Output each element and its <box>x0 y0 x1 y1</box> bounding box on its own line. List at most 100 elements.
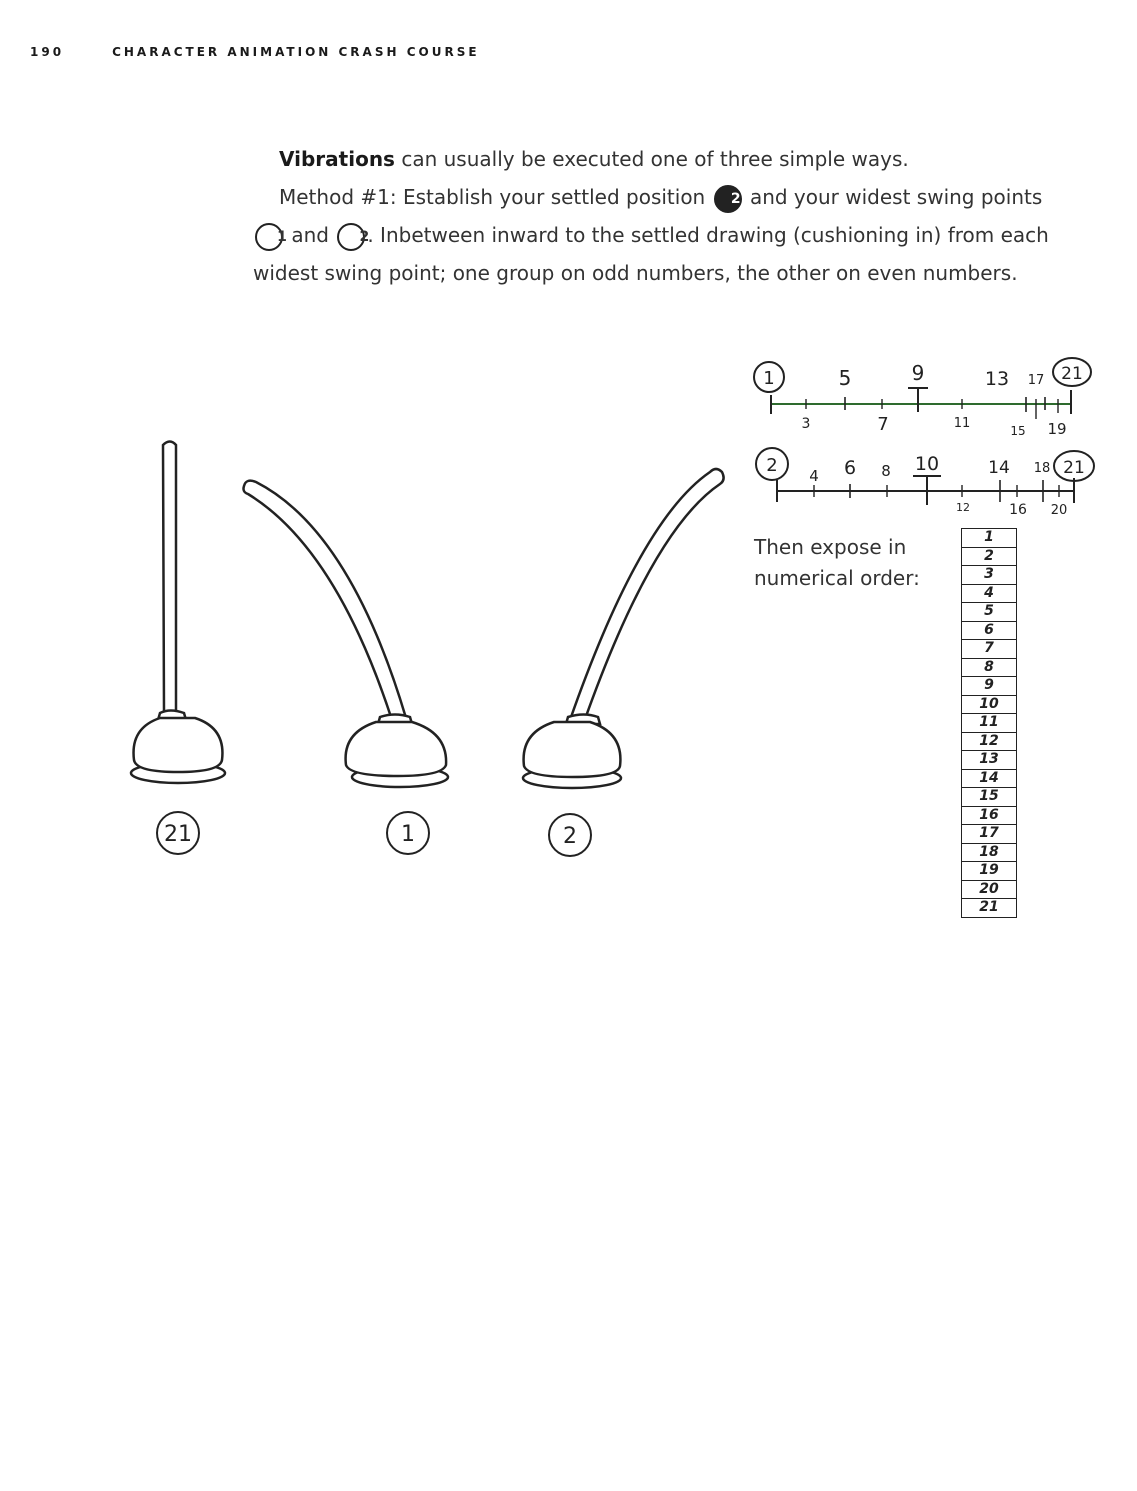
figure-swing-1 <box>242 479 450 789</box>
even-bottom-tick-label: 20 <box>1051 503 1068 518</box>
xsheet-frame-cell: 18 <box>961 842 1017 862</box>
even-chart-end-label: 21 <box>1063 458 1085 478</box>
xsheet-frame-cell: 12 <box>961 731 1017 751</box>
odd-top-tick-label: 17 <box>1028 373 1045 388</box>
xsheet-row: 18 <box>961 842 1017 862</box>
even-top-tick-label: 4 <box>809 467 819 485</box>
figure-label-1: 1 <box>386 811 430 855</box>
xsheet-frame-cell: 2 <box>961 546 1017 566</box>
odd-chart-end-label: 21 <box>1061 364 1083 384</box>
xsheet-frame-cell: 19 <box>961 861 1017 881</box>
xsheet-frame-cell: 21 <box>961 898 1017 918</box>
xsheet-frame-cell: 4 <box>961 583 1017 603</box>
xsheet-frame-cell: 13 <box>961 750 1017 770</box>
odd-chart-start-circle <box>753 361 785 393</box>
svg-text:21: 21 <box>164 822 192 847</box>
xsheet-caption: Then expose in numerical order: <box>754 532 954 594</box>
odd-chart-end-circle <box>1052 357 1092 387</box>
swing-point-1-marker: 1 <box>255 222 287 251</box>
odd-top-tick-label: 5 <box>839 366 852 390</box>
xsheet-row: 15 <box>961 787 1017 807</box>
xsheet-frame-cell: 11 <box>961 713 1017 733</box>
odd-bottom-tick-label: 11 <box>954 416 971 431</box>
xsheet-row: 20 <box>961 879 1017 899</box>
odd-bottom-tick-label: 3 <box>802 416 811 432</box>
even-chart-ticks <box>813 475 1060 505</box>
xsheet-frame-cell: 14 <box>961 768 1017 788</box>
xsheet-row: 11 <box>961 713 1017 733</box>
xsheet-frame-cell: 16 <box>961 805 1017 825</box>
xsheet-row: 10 <box>961 694 1017 714</box>
running-head: 190 CHARACTER ANIMATION CRASH COURSE <box>30 45 480 59</box>
xsheet-row: 3 <box>961 565 1017 585</box>
paragraph-method-1: Method #1: Establish your settled positi… <box>253 178 1073 292</box>
even-bottom-tick-label: 12 <box>956 501 970 514</box>
xsheet-row: 14 <box>961 768 1017 788</box>
xsheet-frame-cell: 1 <box>961 528 1017 548</box>
intro-text: can usually be executed one of three sim… <box>394 147 909 171</box>
body-text: Vibrations can usually be executed one o… <box>253 140 1073 292</box>
even-top-tick-label: 10 <box>915 453 939 475</box>
xsheet-frame-cell: 15 <box>961 787 1017 807</box>
xsheet-frame-cell: 8 <box>961 657 1017 677</box>
odd-bottom-tick-label: 7 <box>877 414 888 435</box>
even-bottom-tick-label: 16 <box>1009 502 1027 518</box>
xsheet-row: 9 <box>961 676 1017 696</box>
even-top-tick-label: 8 <box>881 462 891 480</box>
xsheet-frame-cell: 7 <box>961 639 1017 659</box>
figure-label-2: 2 <box>548 813 592 857</box>
xsheet-frame-cell: 17 <box>961 824 1017 844</box>
odd-bottom-tick-label: 15 <box>1010 424 1025 438</box>
even-chart-start-label: 2 <box>766 455 777 476</box>
xsheet-row: 5 <box>961 602 1017 622</box>
odd-chart-start-label: 1 <box>763 368 774 389</box>
even-timing-chart: 2 21 4 6 8 10 14 18 12 16 20 <box>755 447 1095 518</box>
running-title: CHARACTER ANIMATION CRASH COURSE <box>112 45 480 59</box>
xsheet-row: 8 <box>961 657 1017 677</box>
xsheet-row: 4 <box>961 583 1017 603</box>
xsheet-row: 7 <box>961 639 1017 659</box>
figure-settled <box>129 440 227 785</box>
even-chart-end-circle <box>1053 450 1095 482</box>
figure-label-21: 21 <box>156 811 200 855</box>
xsheet-row: 13 <box>961 750 1017 770</box>
swing-point-2-marker: 2 <box>337 222 369 251</box>
method-text-b: and your widest swing points <box>743 185 1043 209</box>
xsheet-row: 2 <box>961 546 1017 566</box>
odd-top-tick-label: 13 <box>985 368 1009 390</box>
odd-bottom-tick-label: 19 <box>1047 420 1066 438</box>
xsheet-row: 16 <box>961 805 1017 825</box>
xsheet-frame-cell: 6 <box>961 620 1017 640</box>
xsheet-row: 21 <box>961 898 1017 918</box>
xsheet-row: 19 <box>961 861 1017 881</box>
svg-text:1: 1 <box>401 822 415 847</box>
xsheet-frame-cell: 10 <box>961 694 1017 714</box>
odd-top-tick-label: 9 <box>912 361 925 385</box>
even-chart-start-circle <box>755 447 789 481</box>
lead-word: Vibrations <box>279 147 395 171</box>
even-top-tick-label: 14 <box>988 458 1010 478</box>
caption-line-1: Then expose in <box>754 535 907 559</box>
xsheet-frame-cell: 9 <box>961 676 1017 696</box>
even-top-tick-label: 6 <box>844 457 856 479</box>
svg-text:2: 2 <box>563 824 577 849</box>
page-number: 190 <box>30 45 65 59</box>
method-text-a: Method #1: Establish your settled positi… <box>279 185 712 209</box>
odd-chart-ticks <box>805 387 1059 419</box>
figure-swing-2 <box>521 467 725 790</box>
xsheet-frame-cell: 3 <box>961 565 1017 585</box>
method-text-c: and <box>285 223 336 247</box>
xsheet-row: 17 <box>961 824 1017 844</box>
xsheet-frame-cell: 5 <box>961 602 1017 622</box>
method-text-d: . Inbetween inward to the settled drawin… <box>253 223 1049 285</box>
paragraph-intro: Vibrations can usually be executed one o… <box>253 140 1073 178</box>
xsheet-frame-cell: 20 <box>961 879 1017 899</box>
xsheet-row: 6 <box>961 620 1017 640</box>
odd-timing-chart: 1 21 5 9 13 17 3 7 11 15 19 <box>753 357 1092 438</box>
xsheet-row: 12 <box>961 731 1017 751</box>
even-top-tick-label: 18 <box>1034 461 1051 476</box>
xsheet-row: 1 <box>961 528 1017 548</box>
caption-line-2: numerical order: <box>754 566 920 590</box>
